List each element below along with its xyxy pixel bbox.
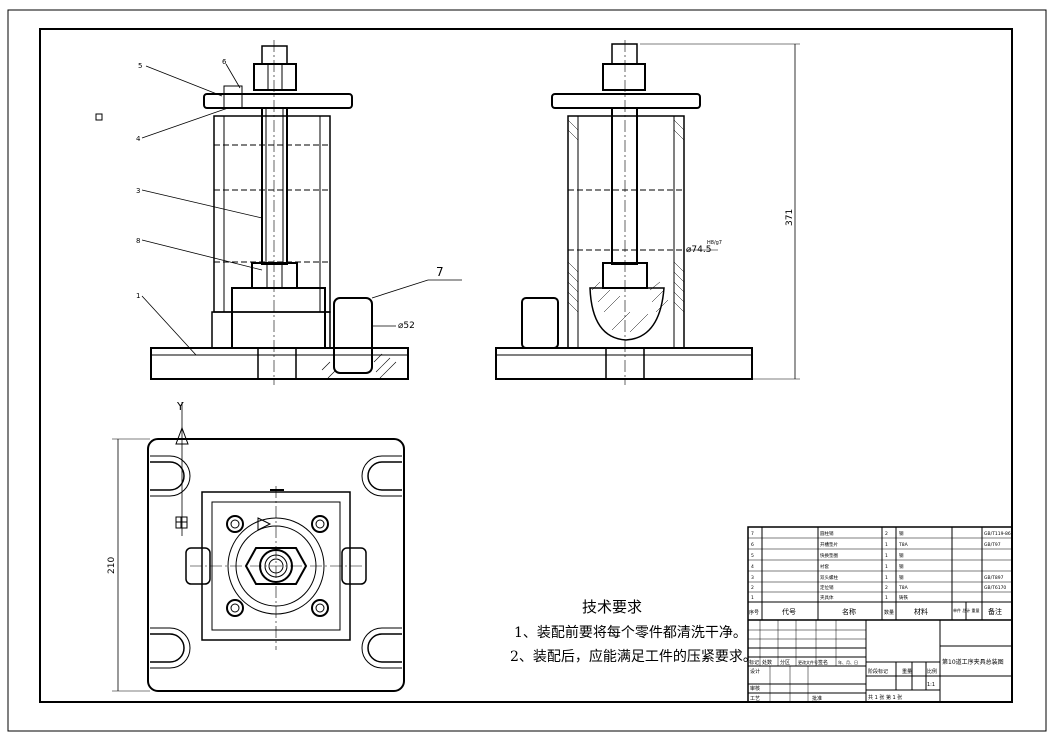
scale-value: 1:1 — [927, 682, 935, 688]
header-weight: 单件 总计 重量 — [953, 607, 980, 613]
balloon-3: 3 — [136, 187, 140, 195]
section-view — [495, 40, 800, 385]
drawing-frame — [39, 28, 1013, 703]
part-row-material: 钢 — [899, 574, 904, 581]
part-row-no: 1 — [751, 595, 754, 601]
title-block-text: 第10道工序夹具总装图 标记 处数 分区 更改文件号 签名 年、月、日 设计 审… — [749, 658, 1004, 702]
dim-width-210: 210 — [107, 557, 117, 574]
balloon-6: 6 — [222, 58, 227, 66]
drawing-title: 第10道工序夹具总装图 — [942, 658, 1004, 666]
part-row-qty: 1 — [885, 553, 888, 559]
balloon-5: 5 — [138, 62, 142, 70]
process-label: 工艺 — [750, 696, 760, 702]
front-view — [150, 40, 409, 385]
sign-label: 签名 — [818, 659, 828, 666]
tech-requirement-1: 1、装配前要将每个零件都清洗干净。 — [514, 625, 747, 641]
part-row-remark: GB/T119-86 — [984, 531, 1011, 537]
part-row-qty: 1 — [885, 575, 888, 581]
parts-header: 序号 代号 名称 数量 材料 单件 总计 重量 备注 — [749, 607, 1002, 616]
part-row-no: 7 — [751, 531, 754, 537]
header-name: 名称 — [842, 607, 856, 616]
header-remark: 备注 — [988, 607, 1002, 616]
balloon-8: 8 — [136, 237, 140, 245]
dim-fit-74: H8/g7 — [707, 240, 722, 246]
part-row-material: T8A — [898, 542, 909, 548]
design-label: 设计 — [750, 668, 760, 675]
header-qty: 数量 — [884, 609, 894, 616]
part-row-no: 6 — [751, 542, 754, 548]
balloon-1: 1 — [136, 292, 140, 300]
review-label: 审核 — [750, 685, 760, 692]
marker-square — [95, 113, 103, 121]
outer-border — [7, 9, 1047, 732]
header-material: 材料 — [914, 607, 928, 616]
part-row-material: 钢 — [899, 530, 904, 537]
part-row-name: 衬套 — [820, 563, 829, 570]
header-no: 序号 — [749, 609, 759, 616]
balloon-leaders — [141, 63, 462, 356]
part-row-name: 夹具体 — [820, 594, 834, 601]
axis-y-label: Y — [176, 400, 184, 413]
part-row-no: 2 — [751, 585, 754, 591]
part-row-qty: 2 — [885, 585, 888, 591]
count-label: 处数 — [762, 659, 772, 666]
zone-label: 分区 — [780, 659, 790, 666]
date-label: 年、月、日 — [838, 659, 858, 665]
part-row-remark: GB/T897 — [984, 575, 1004, 581]
balloon-7: 7 — [436, 265, 444, 279]
part-row-name: 圆柱销 — [820, 530, 834, 537]
part-row-qty: 1 — [885, 564, 888, 570]
header-code: 代号 — [782, 607, 796, 616]
part-row-material: 铸铁 — [899, 594, 908, 601]
tech-requirement-2: 2、装配后，应能满足工件的压紧要求。 — [510, 649, 757, 665]
title-block — [747, 526, 1013, 703]
part-row-name: 开槽垫片 — [820, 541, 838, 548]
part-row-qty: 2 — [885, 531, 888, 537]
dim-diameter-52: ⌀52 — [398, 321, 415, 331]
scale-label: 比例 — [927, 668, 937, 675]
part-row-remark: GB/T6170 — [984, 585, 1006, 591]
part-row-remark: GB/T97 — [984, 542, 1001, 548]
part-row-no: 4 — [751, 564, 754, 570]
part-row-name: 双头螺柱 — [820, 574, 838, 581]
dim-height-371: 371 — [785, 209, 795, 226]
weight-label: 重量 — [902, 668, 912, 675]
part-row-name: 定位销 — [820, 584, 834, 591]
part-row-material: 钢 — [899, 552, 904, 559]
part-row-qty: 1 — [885, 542, 888, 548]
part-row-qty: 1 — [885, 595, 888, 601]
stage-label: 阶段标记 — [868, 668, 888, 675]
balloon-4: 4 — [136, 135, 141, 143]
change-doc-label: 更改文件号 — [798, 659, 818, 665]
part-row-no: 3 — [751, 575, 754, 581]
part-row-name: 快换垫圈 — [820, 552, 838, 559]
parts-list: 7 圆柱销 2 钢 GB/T119-86 6 开槽垫片 1 T8A GB/T97… — [751, 530, 1011, 601]
sheet-count: 共 1 张 第 1 张 — [868, 694, 902, 701]
dim-diameter-74: ⌀74.5 — [686, 245, 711, 255]
top-view — [112, 402, 405, 692]
part-row-material: 钢 — [899, 563, 904, 570]
tech-requirements-title: 技术要求 — [582, 598, 643, 616]
approve-label: 批准 — [812, 695, 822, 702]
mark-label: 标记 — [749, 659, 759, 666]
part-row-material: T8A — [898, 585, 909, 591]
part-row-no: 5 — [751, 553, 754, 559]
